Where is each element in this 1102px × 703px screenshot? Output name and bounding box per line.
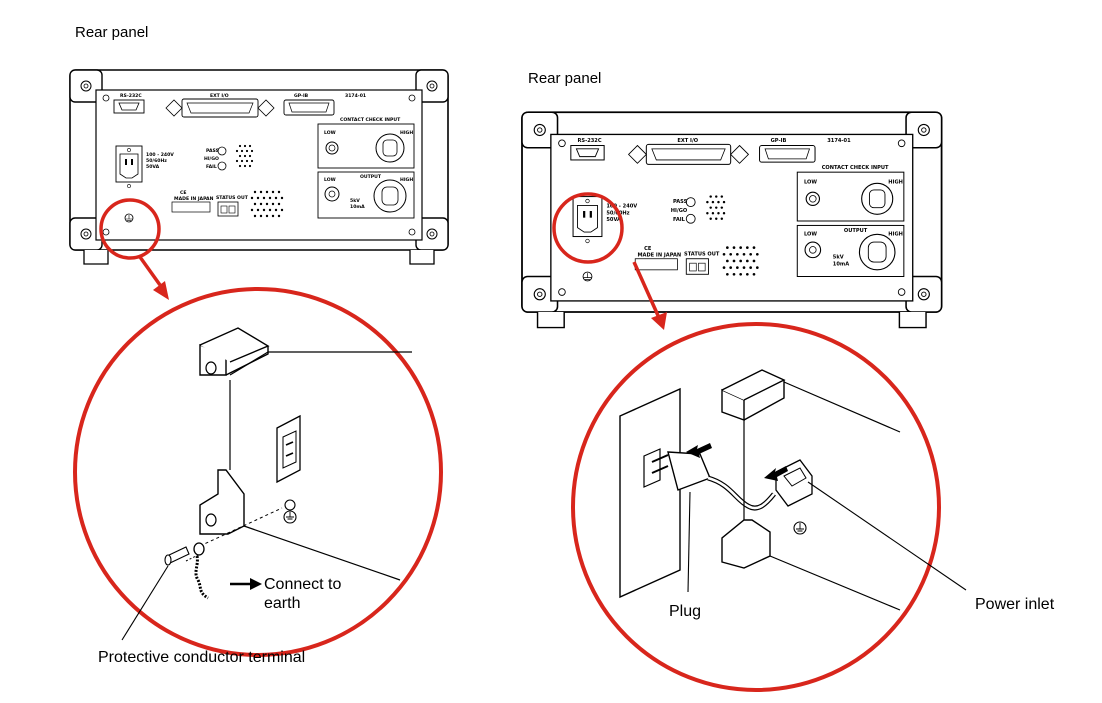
- low-label-right: LOW: [804, 179, 817, 185]
- inlet-highlight-circle: [552, 192, 624, 264]
- output-label: OUTPUT: [360, 174, 382, 180]
- left-figure-title: Rear panel: [75, 24, 148, 41]
- power-va-label: 50VA: [146, 164, 160, 170]
- pass-label: PASS: [206, 148, 219, 154]
- plug-label: Plug: [669, 603, 701, 620]
- inlet-pointer-arrow-head: [651, 312, 667, 330]
- power-inlet-label: Power inlet: [975, 596, 1055, 613]
- output-label-right: OUTPUT: [844, 228, 868, 234]
- right-figure: Rear panel RS-232C EXT I/O GP-IB 3174-01…: [521, 70, 1055, 692]
- out-voltage-label-right: 5kV: [833, 255, 844, 261]
- left-figure: Rear panel RS-232C EXT I/O GP-IB 3174-01…: [69, 24, 449, 666]
- hi-label: HI/GO: [204, 156, 219, 162]
- closeup-inlet-drawing: [619, 369, 967, 611]
- high-label-right-2: HIGH: [888, 231, 903, 237]
- model-label-right: 3174-01: [827, 138, 851, 144]
- status-out-label: STATUS OUT: [216, 195, 249, 201]
- closeup-ground-drawing: [164, 327, 412, 600]
- power-va-label-right: 50VA: [606, 217, 621, 223]
- fail-label: FAIL: [206, 164, 217, 170]
- high-label: HIGH: [400, 130, 413, 136]
- made-in-label-right: MADE IN JAPAN: [637, 253, 681, 259]
- gpib-label-right: GP-IB: [771, 138, 787, 144]
- out-voltage-label: 5kV: [350, 198, 360, 204]
- power-rating-label: 100 - 240V: [146, 152, 174, 158]
- power-rating-label-right: 100 - 240V: [606, 204, 637, 210]
- gpib-label: GP-IB: [294, 93, 309, 99]
- ground-highlight-circle: [99, 198, 161, 260]
- inlet-pointer-arrow-line: [632, 261, 662, 321]
- ce-mark-right: CE: [644, 246, 652, 252]
- high-label-2: HIGH: [400, 177, 413, 183]
- rs232c-label: RS-232C: [120, 93, 142, 99]
- power-freq-label: 50/60Hz: [146, 158, 167, 164]
- contact-check-label-right: CONTACT CHECK INPUT: [822, 165, 889, 171]
- pass-label-right: PASS: [673, 199, 688, 205]
- contact-check-label: CONTACT CHECK INPUT: [340, 117, 401, 123]
- low-label-right-2: LOW: [804, 231, 817, 237]
- right-figure-title: Rear panel: [528, 70, 601, 87]
- hi-label-right: HI/GO: [671, 208, 688, 214]
- out-current-label-right: 10mA: [833, 261, 849, 267]
- ce-mark: CE: [180, 190, 187, 196]
- rs232c-label-right: RS-232C: [578, 138, 602, 144]
- rear-panel-drawing-right: RS-232C EXT I/O GP-IB 3174-01 CONTACT CH…: [521, 111, 943, 329]
- terminal-leader-line: [121, 565, 169, 641]
- connect-label: Connect to: [264, 576, 341, 593]
- ext-io-label: EXT I/O: [210, 93, 229, 99]
- high-label-right: HIGH: [888, 179, 903, 185]
- fail-label-right: FAIL: [673, 217, 686, 223]
- pointer-arrow-head: [153, 281, 169, 300]
- made-in-label: MADE IN JAPAN: [174, 196, 214, 202]
- earth-label: earth: [264, 595, 300, 612]
- status-out-label-right: STATUS OUT: [684, 251, 720, 257]
- protective-terminal-label: Protective conductor terminal: [98, 649, 305, 666]
- rear-panel-drawing-left: RS-232C EXT I/O GP-IB 3174-01 CONTACT CH…: [69, 69, 449, 265]
- ext-io-label-right: EXT I/O: [677, 138, 698, 144]
- low-label: LOW: [324, 130, 336, 136]
- model-label: 3174-01: [345, 93, 366, 99]
- out-current-label: 10mA: [350, 204, 365, 210]
- low-label-2: LOW: [324, 177, 336, 183]
- pointer-arrow-line: [138, 255, 162, 287]
